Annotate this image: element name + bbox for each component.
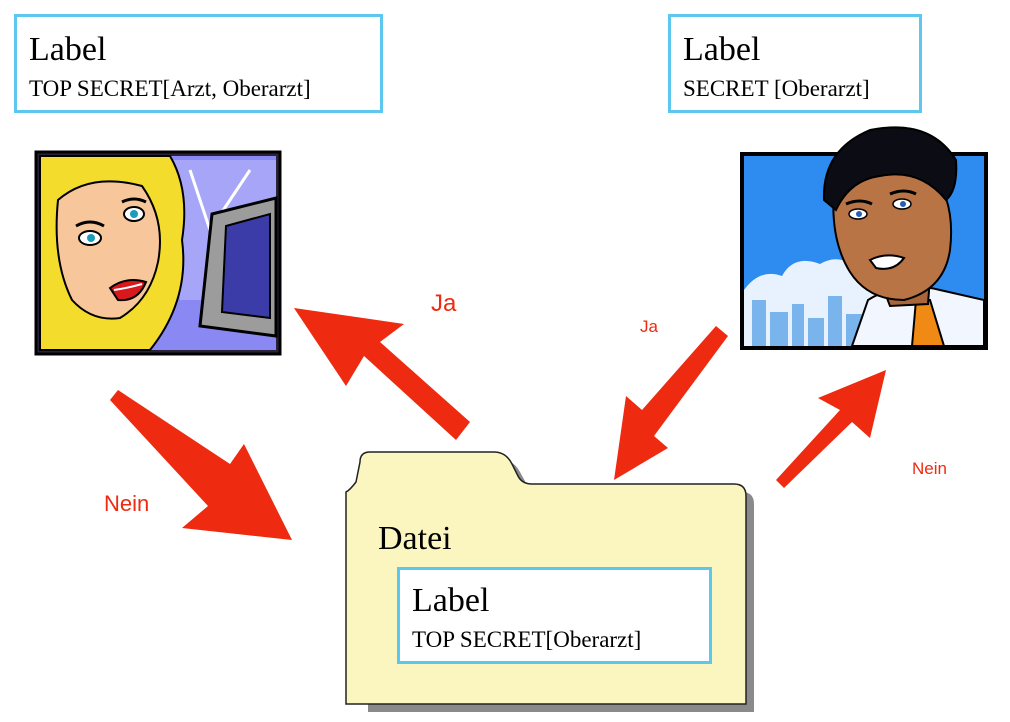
arrow-nein-left xyxy=(110,390,292,540)
arrow-ja-left xyxy=(294,308,470,440)
label-title: Label xyxy=(412,582,490,619)
edge-label-ja-right: Ja xyxy=(640,317,658,336)
woman-computer-illustration xyxy=(34,150,282,356)
label-value: TOP SECRET[Oberarzt] xyxy=(412,627,642,652)
edge-label-nein-left: Nein xyxy=(104,491,150,516)
label-value: TOP SECRET[Arzt, Oberarzt] xyxy=(29,76,311,101)
label-box-right-user: Label SECRET [Oberarzt] xyxy=(668,14,922,113)
label-box-file: Label TOP SECRET[Oberarzt] xyxy=(397,567,712,664)
file-title: Datei xyxy=(378,520,452,557)
label-value: SECRET [Oberarzt] xyxy=(683,76,870,101)
arrow-ja-right xyxy=(614,326,728,480)
edge-label-ja-left: Ja xyxy=(431,290,457,317)
edge-label-nein-right: Nein xyxy=(912,459,947,478)
label-title: Label xyxy=(29,31,107,68)
label-title: Label xyxy=(683,31,761,68)
man-suit-illustration xyxy=(740,126,988,350)
label-box-left-user: Label TOP SECRET[Arzt, Oberarzt] xyxy=(14,14,383,113)
arrows xyxy=(110,308,886,540)
arrow-nein-right xyxy=(776,370,886,488)
